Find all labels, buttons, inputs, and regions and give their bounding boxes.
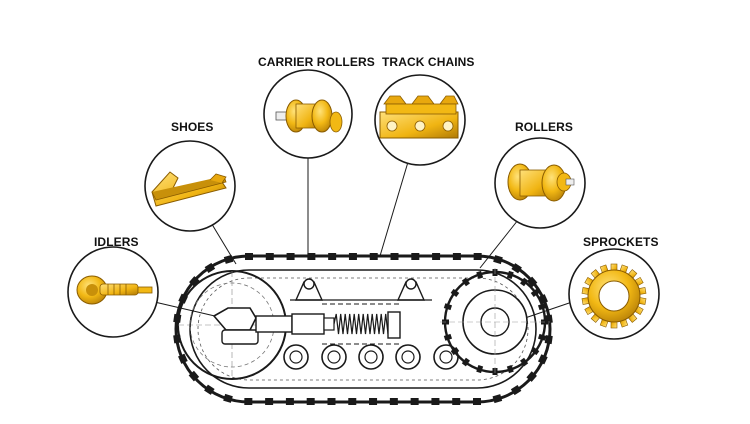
- sprocket-tooth: [476, 364, 484, 374]
- track-grouser: [204, 384, 215, 395]
- roller-icon: [507, 163, 575, 202]
- track-chains-leader: [379, 161, 409, 257]
- drive-sprocket-wheel: [440, 268, 550, 376]
- sprocket-tooth: [520, 277, 529, 287]
- track-grouser: [493, 255, 503, 265]
- bottom-roller-hub: [364, 350, 378, 364]
- track-grouser: [348, 253, 357, 260]
- track-grouser: [189, 276, 200, 287]
- track-grouser: [244, 397, 253, 406]
- sprocket-tooth: [537, 333, 547, 341]
- bottom-roller-hub: [289, 350, 303, 364]
- track-grouser: [245, 253, 253, 260]
- track-grouser: [510, 384, 522, 396]
- track-assembly: [173, 252, 553, 406]
- sprocket-tooth: [530, 288, 540, 297]
- track-grouser: [526, 276, 538, 288]
- sprocket-tooth: [506, 364, 514, 374]
- sprocket-tooth: [461, 357, 470, 367]
- sprocket-icon: [581, 263, 647, 329]
- bottom-track-rollers: [283, 344, 459, 370]
- track-grouser: [511, 263, 522, 274]
- track-grouser: [307, 253, 316, 260]
- shoes-label: SHOES: [171, 120, 214, 134]
- track-grouser: [306, 398, 315, 405]
- track-grouser: [286, 253, 295, 260]
- shoe-icon: [151, 171, 227, 207]
- track-grouser: [410, 398, 419, 405]
- sprocket-tooth: [537, 303, 547, 311]
- track-grouser: [452, 398, 461, 405]
- track-grouser: [223, 254, 234, 264]
- track-grouser: [537, 354, 548, 365]
- track-grouser: [204, 262, 216, 274]
- track-grouser: [327, 398, 336, 405]
- track-grouser: [348, 398, 357, 405]
- bottom-roller-hub: [439, 350, 453, 364]
- track-grouser: [389, 398, 398, 405]
- recoil-spring-assembly: [212, 303, 401, 345]
- sprocket-tooth: [461, 277, 470, 287]
- track-grouser: [328, 253, 337, 260]
- sprocket-tooth: [443, 303, 453, 311]
- track-grouser: [473, 398, 481, 405]
- track-grouser: [369, 398, 378, 405]
- sprocket-tooth: [530, 347, 540, 356]
- carrier-roller-icon: [275, 99, 343, 133]
- track-grouser: [285, 398, 294, 405]
- track-grouser: [432, 253, 441, 260]
- track-grouser: [452, 253, 461, 260]
- frame-carrier-rollers: [290, 278, 432, 301]
- idlers-label: IDLERS: [94, 235, 139, 249]
- track-grouser: [390, 253, 399, 260]
- track-grouser: [473, 252, 482, 261]
- track-grousers: [173, 252, 553, 406]
- track-grouser: [369, 253, 378, 260]
- track-chain-icon: [379, 95, 459, 139]
- track-grouser: [265, 253, 274, 260]
- bottom-roller-hub: [401, 350, 415, 364]
- sprocket-tooth: [450, 347, 460, 356]
- track-grouser: [544, 335, 553, 345]
- track-grouser: [223, 393, 233, 403]
- track-chains-label: TRACK CHAINS: [382, 55, 475, 69]
- carrier-rollers-label: CARRIER ROLLERS: [258, 55, 375, 69]
- rollers-label: ROLLERS: [515, 120, 574, 134]
- track-grouser: [178, 353, 188, 364]
- bottom-roller-hub: [327, 350, 341, 364]
- track-grouser: [526, 371, 537, 382]
- track-grouser: [188, 370, 200, 382]
- idler-icon: [76, 275, 153, 305]
- sprocket-tooth: [450, 288, 460, 297]
- track-grouser: [411, 253, 420, 260]
- sprocket-tooth: [520, 357, 529, 367]
- sprocket-tooth: [443, 333, 453, 341]
- track-grouser: [492, 394, 503, 404]
- sprockets-label: SPROCKETS: [583, 235, 659, 249]
- sprocket-tooth: [476, 270, 484, 280]
- sprocket-tooth: [506, 270, 514, 280]
- track-belt-outer: [174, 254, 552, 404]
- track-grouser: [265, 398, 274, 405]
- track-grouser: [431, 398, 440, 405]
- rollers-leader: [479, 219, 519, 269]
